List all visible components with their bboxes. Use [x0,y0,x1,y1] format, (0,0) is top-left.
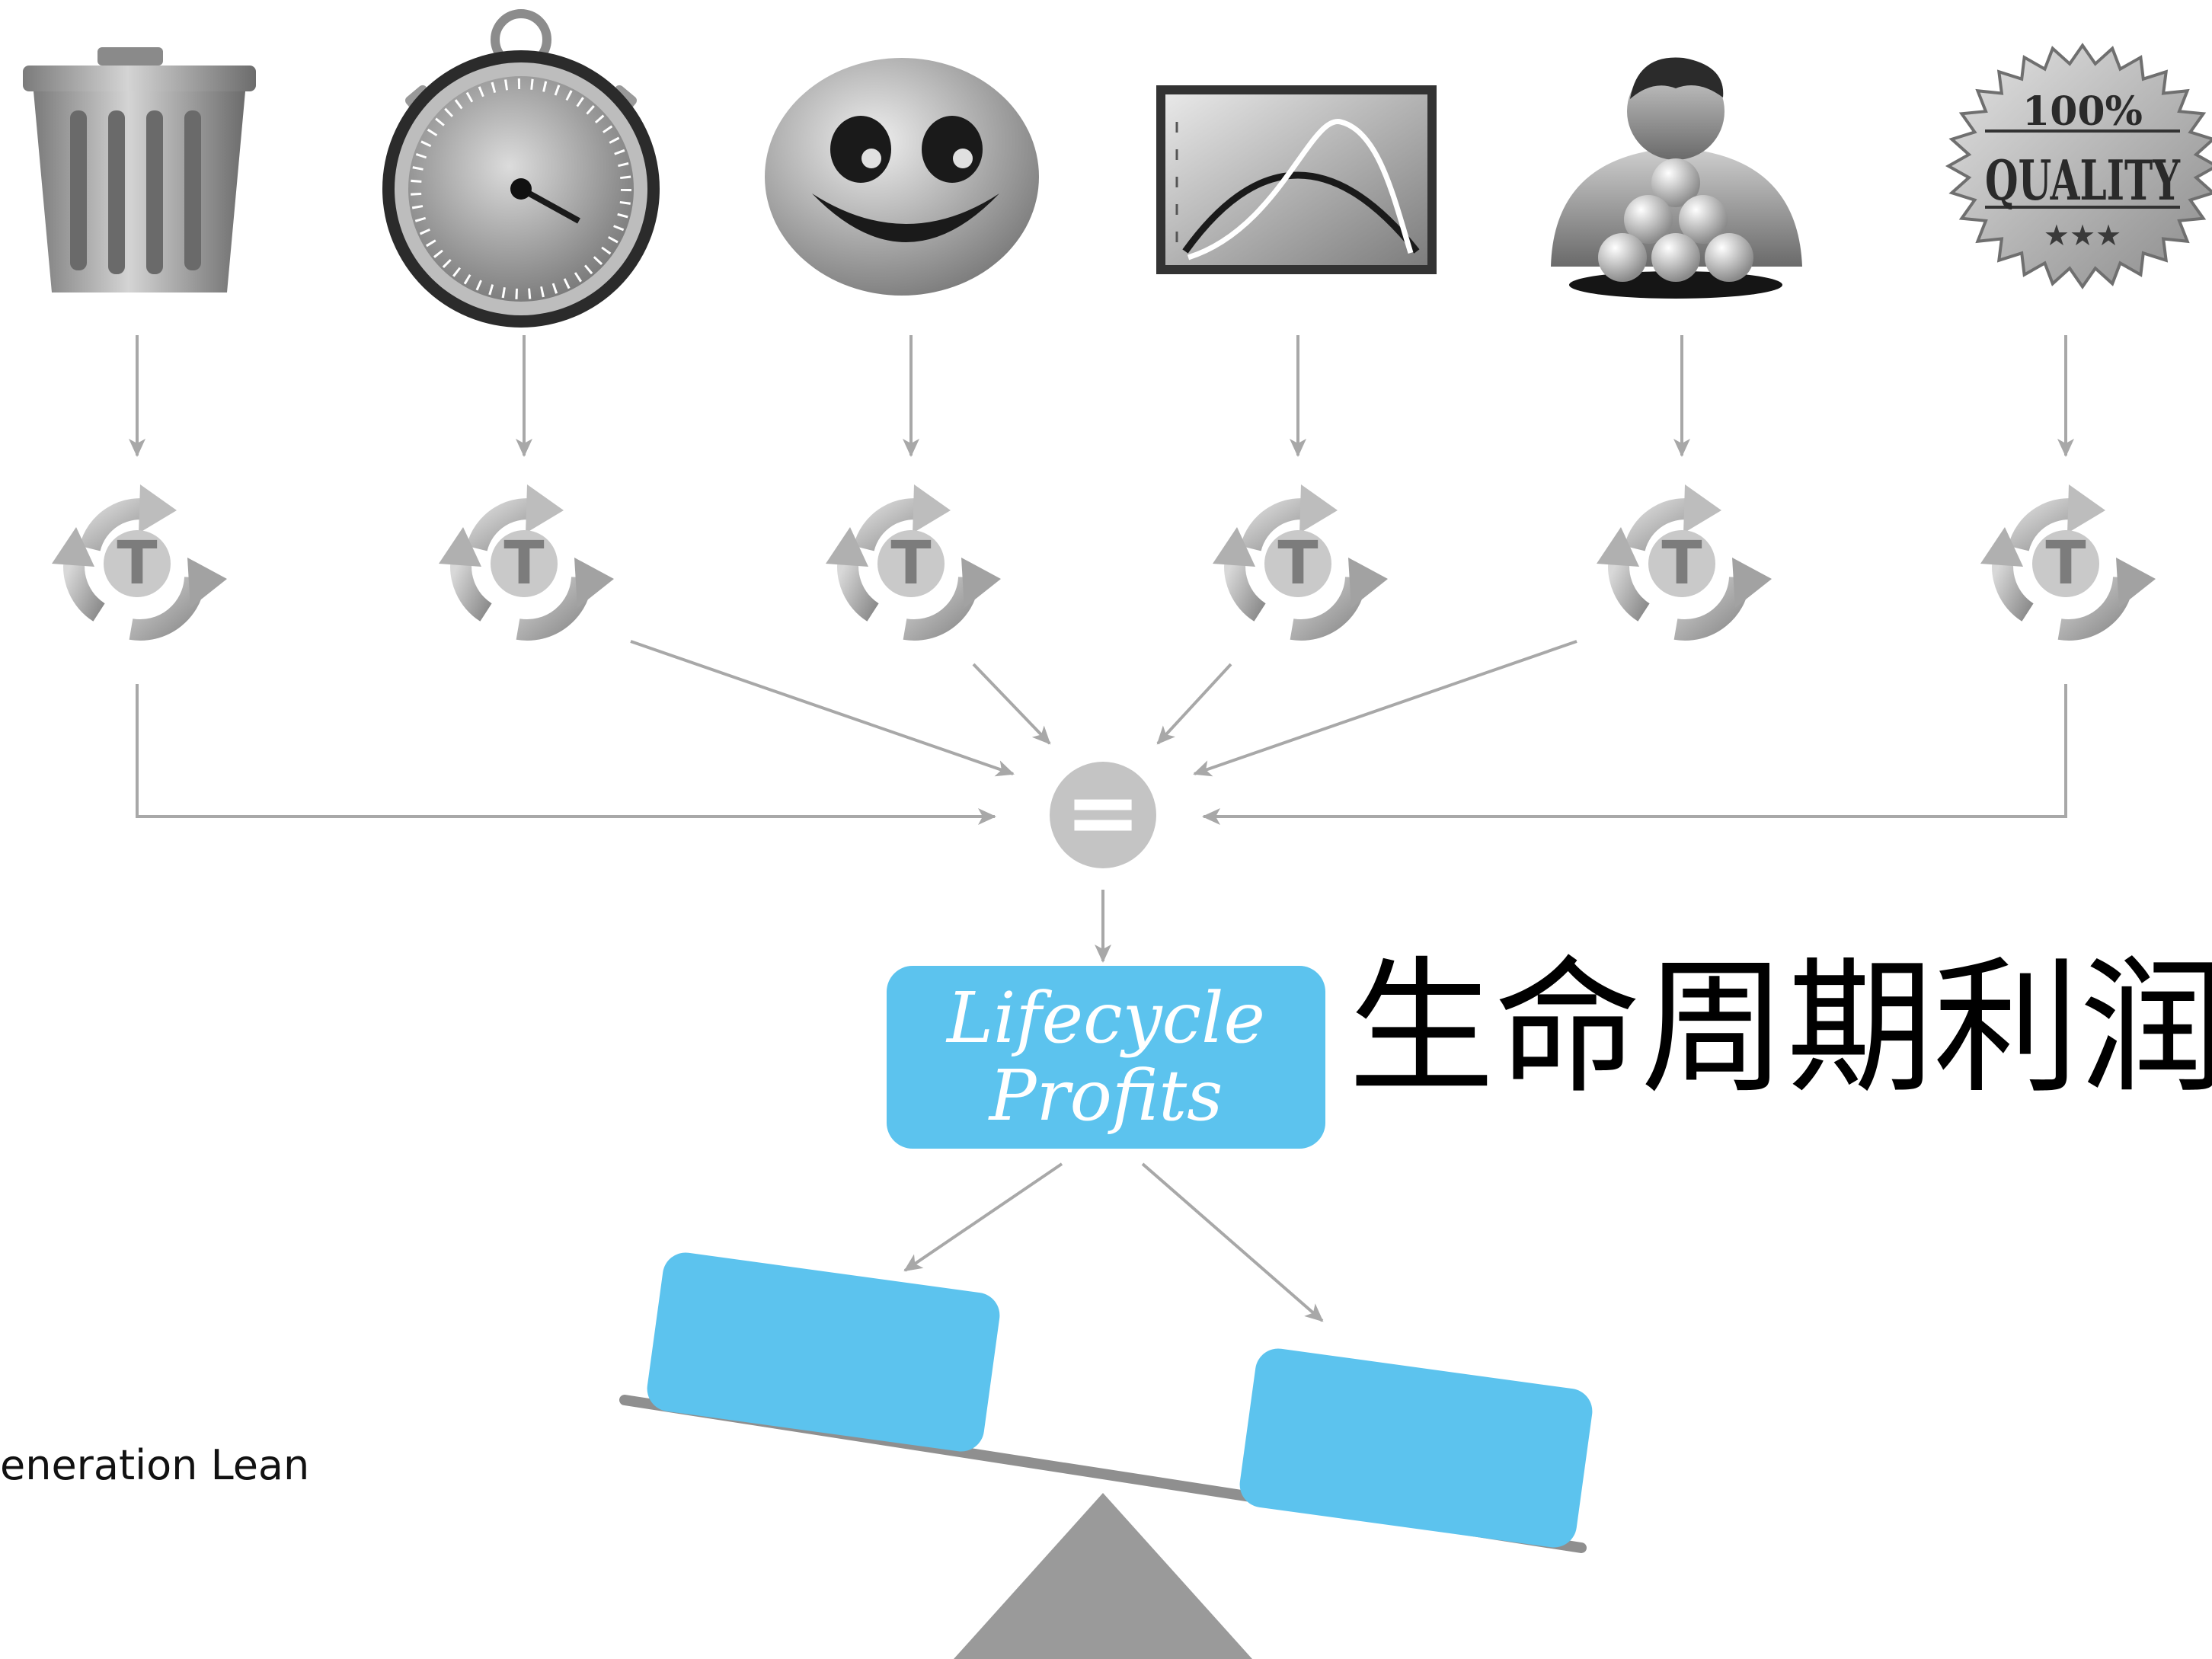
cycle-icon-3: T [826,484,1001,630]
footer-caption: eneration Lean [0,1441,310,1489]
cycle-icon-5: T [1597,484,1772,630]
stopwatch-icon [382,9,660,328]
person-with-balls-icon [1551,57,1802,299]
cycle-letter: T [2045,529,2086,598]
quality-badge-icon: 100% QUALITY ★★★ [1945,43,2212,289]
trash-can-icon [23,47,256,292]
equals-symbol: = [1065,760,1142,866]
equals-node: = [1050,760,1156,868]
profits-label: Profits [988,1055,1223,1136]
scale-block-left [647,1252,1000,1452]
badge-percent-text: 100% [2022,88,2143,135]
chinese-title: 生命周期利润 [1348,944,2212,1114]
smiley-face-icon [765,58,1039,296]
lifecycle-label: Lifecycle [945,977,1265,1059]
cycle-letter: T [503,529,544,598]
icon-to-cycle-arrows [129,335,2074,457]
profits-to-scale-arrows [903,1162,1324,1322]
cycle-letter: T [1661,529,1702,598]
cycle-letter: T [890,529,931,598]
bell-curve-chart-icon [1156,85,1437,274]
scale-block-right [1239,1348,1593,1548]
cycle-icon-2: T [439,484,614,630]
cycle-to-equals-connectors [136,640,2067,825]
cycle-icon-6: T [1980,484,2156,630]
cycle-letter: T [1277,529,1318,598]
cycle-letter: T [117,529,157,598]
lifecycle-profits-box: Lifecycle Profits [887,966,1325,1149]
badge-stars-text: ★★★ [2044,219,2121,252]
scale-fulcrum [954,1493,1252,1659]
badge-quality-text: QUALITY [1985,148,2181,213]
cycle-icon-1: T [52,484,227,630]
cycle-icon-4: T [1213,484,1388,630]
balance-scale [619,1252,1593,1659]
